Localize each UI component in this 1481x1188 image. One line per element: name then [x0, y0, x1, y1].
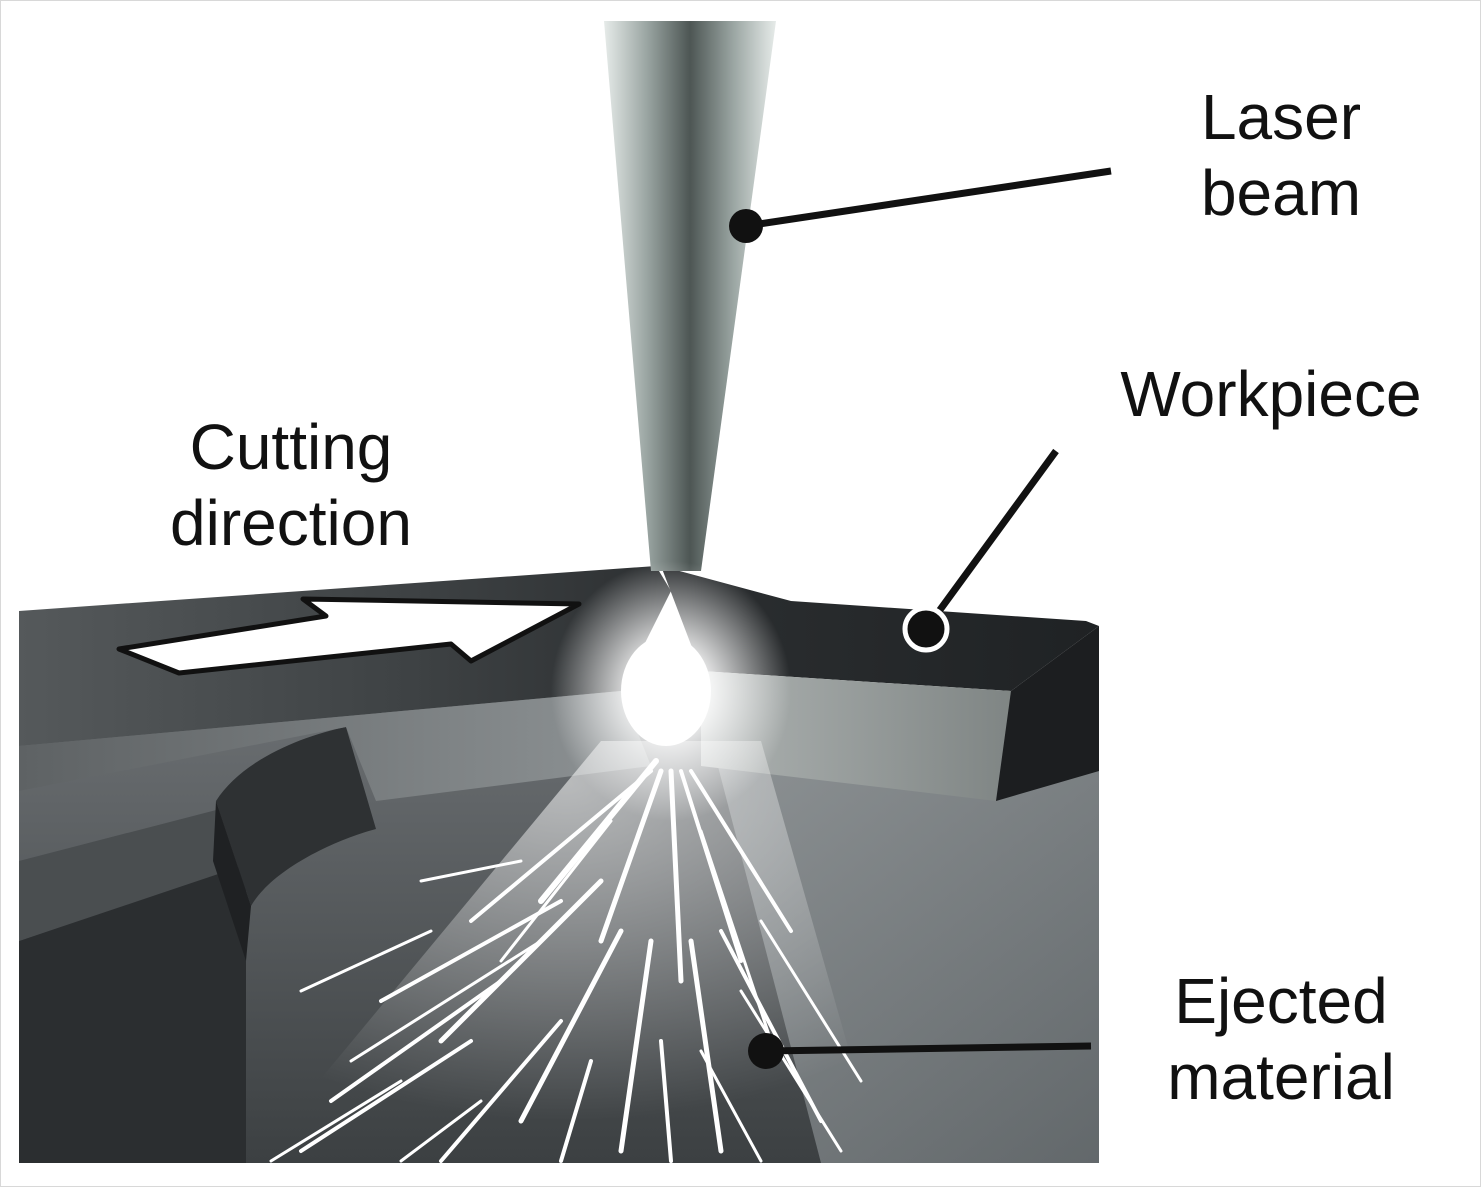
- workpiece-leader-line: [923, 448, 1059, 632]
- laser-beam-label: Laser beam: [1141, 79, 1421, 231]
- laser-beam-label-line1: Laser: [1200, 81, 1362, 153]
- lower-block-front: [19, 863, 246, 1163]
- workpiece-label-text: Workpiece: [1120, 358, 1422, 430]
- ejected-material-label-line1: Ejected: [1174, 965, 1388, 1037]
- ejected-material-callout-dot-icon: [748, 1033, 784, 1069]
- cut-wall-edge: [213, 801, 251, 961]
- laser-beam-label-line2: beam: [1200, 157, 1362, 229]
- cut-point-core: [621, 636, 711, 746]
- cutting-direction-arrow-icon: [116, 596, 582, 676]
- workpiece-end-right: [996, 626, 1099, 801]
- cutting-direction-label: Cutting direction: [111, 409, 471, 561]
- laser-beam: [604, 21, 776, 571]
- workpiece-front-left: [19, 691, 651, 801]
- laser-beam-callout-dot-icon: [729, 209, 763, 243]
- laser-beam-leader-line: [745, 167, 1112, 230]
- lower-block-top: [19, 801, 251, 941]
- ejected-material-leader-line: [765, 1042, 1092, 1055]
- ejected-material-label-line2: material: [1167, 1041, 1395, 1113]
- spray-glow: [251, 741, 881, 1163]
- workpiece-label: Workpiece: [1081, 356, 1461, 432]
- cutting-direction-label-line2: direction: [170, 487, 412, 559]
- cutting-direction-label-line1: Cutting: [189, 411, 393, 483]
- ejected-material-label: Ejected material: [1111, 963, 1451, 1115]
- workpiece-callout-dot-icon: [902, 605, 950, 653]
- cut-wall-dark: [216, 727, 376, 906]
